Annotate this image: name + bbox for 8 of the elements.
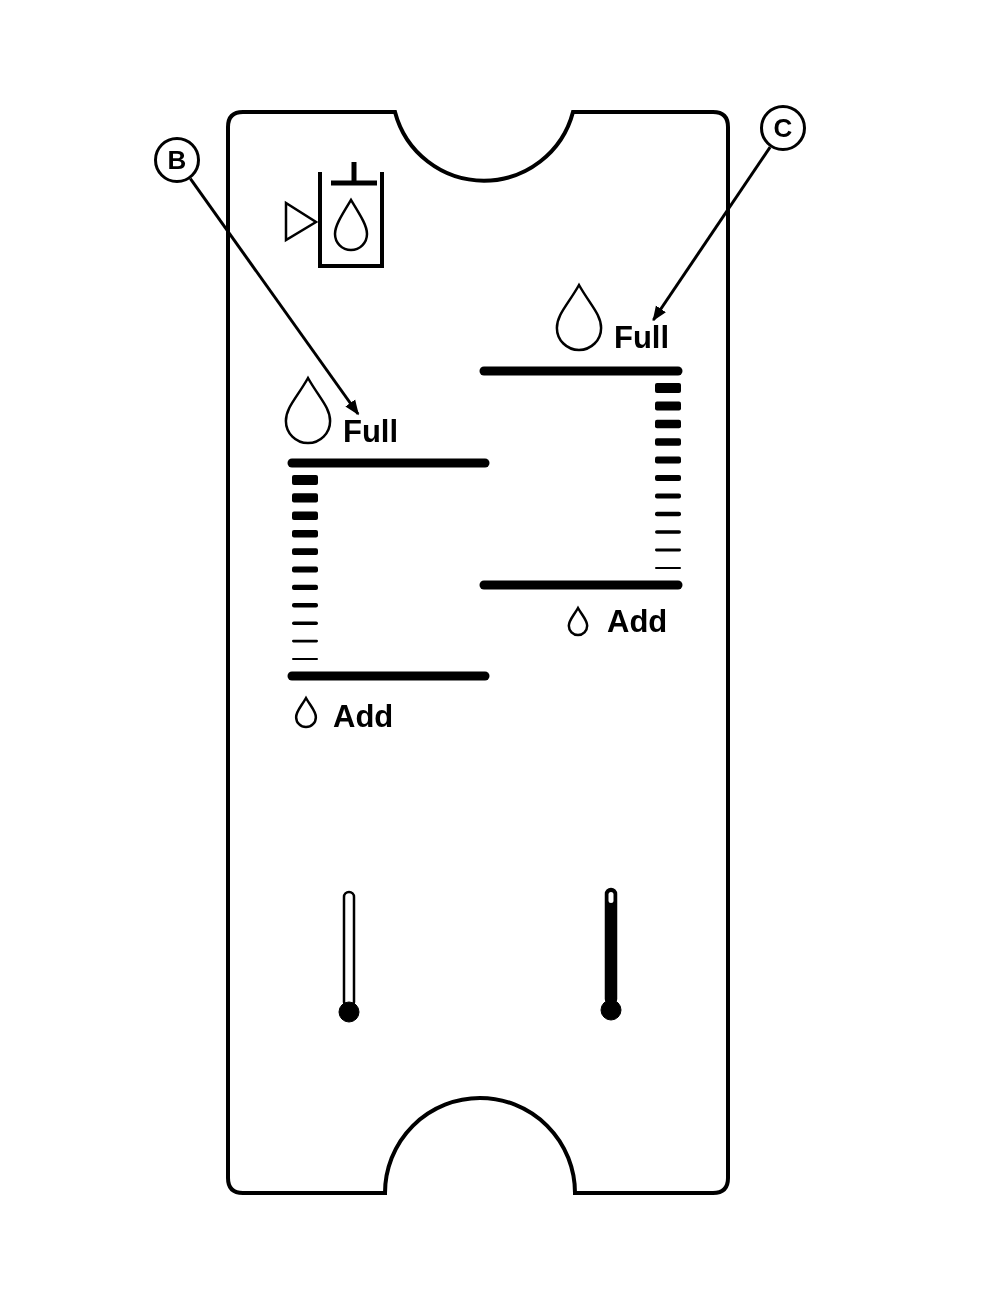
level-label: Add xyxy=(607,606,668,637)
leader-arrow xyxy=(652,146,772,322)
callout-letter: B xyxy=(154,137,200,183)
callout-letter: C xyxy=(760,105,806,151)
level-label: Full xyxy=(614,322,670,353)
level-label: Full xyxy=(343,416,399,447)
leader-arrow xyxy=(189,177,360,416)
level-label: Add xyxy=(333,701,394,732)
